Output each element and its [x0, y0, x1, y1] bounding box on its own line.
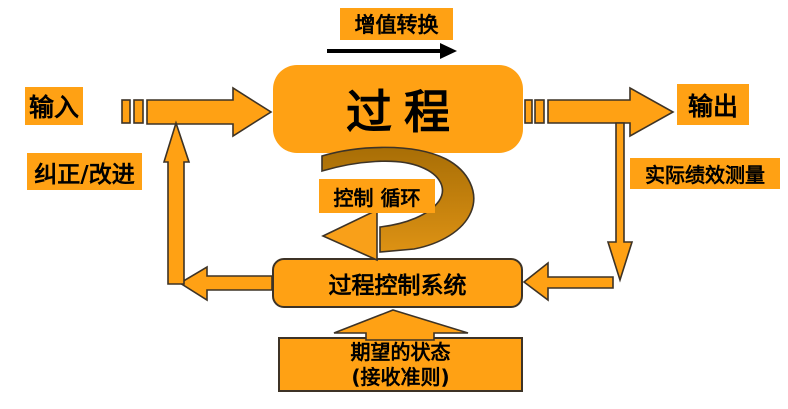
expected-state-text: 期望的状态 (接收准则)	[351, 340, 451, 390]
process-node: 过程	[273, 65, 523, 153]
input-label: 输入	[25, 87, 83, 125]
input-to-process-arrow	[146, 86, 273, 138]
process-control-system-text: 过程控制系统	[328, 273, 467, 299]
value-add-transform-label: 增值转换	[340, 8, 453, 40]
correct-improve-label: 纠正/改进	[27, 153, 142, 190]
input-bar-1	[121, 99, 131, 124]
actual-performance-measure-text: 实际绩效测量	[645, 163, 765, 187]
control-to-left-arrow	[178, 265, 273, 302]
actual-performance-measure-label: 实际绩效测量	[630, 158, 780, 189]
output-label: 输出	[677, 84, 749, 125]
feedback-up-arrow	[162, 120, 191, 285]
input-bar-2	[133, 99, 144, 124]
transformation-direction-arrow	[327, 43, 457, 59]
expected-state-up-arrow	[333, 309, 469, 341]
control-loop-text: 控制 循环	[333, 185, 421, 210]
expected-state-line2: (接收准则)	[351, 364, 450, 389]
output-bar-1	[524, 99, 533, 124]
measurement-to-control-arrow	[522, 261, 614, 302]
process-control-system-node: 过程控制系统	[272, 258, 523, 308]
value-add-transform-text: 增值转换	[354, 13, 439, 37]
process-text: 过程	[346, 85, 462, 139]
measurement-down-arrow	[606, 122, 634, 283]
expected-state-node: 期望的状态 (接收准则)	[278, 337, 523, 392]
output-text: 输出	[687, 91, 738, 121]
input-text: 输入	[28, 93, 79, 122]
output-bar-2	[534, 99, 545, 124]
control-loop-arrowhead	[321, 208, 378, 262]
control-loop-label: 控制 循环	[319, 179, 435, 213]
process-to-output-arrow	[547, 86, 675, 138]
control-loop-band	[321, 146, 475, 253]
correct-improve-text: 纠正/改进	[34, 161, 135, 188]
expected-state-line1: 期望的状态	[350, 339, 451, 364]
